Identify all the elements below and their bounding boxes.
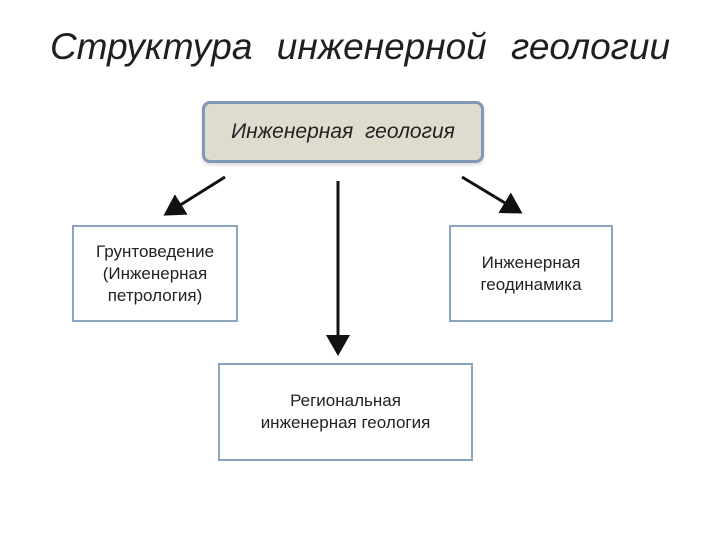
node-bottom-label: Региональная инженерная геология	[260, 391, 431, 432]
node-root-label: Инженерная геология	[231, 120, 455, 143]
node-soil-science: Грунтоведение (Инженерная петрология)	[72, 225, 238, 322]
node-right-label: Инженерная геодинамика	[480, 252, 582, 294]
arrow-to-left	[163, 175, 226, 216]
node-left-label: Грунтоведение (Инженерная петрология)	[95, 241, 215, 305]
node-engineering-geodynamics: Инженерная геодинамика	[449, 225, 613, 322]
diagram-title: Структура инженерной геологии	[49, 26, 671, 67]
node-regional-engineering-geology: Региональная инженерная геология	[218, 363, 473, 461]
arrow-to-right	[461, 175, 523, 214]
node-engineering-geology: Инженерная геология	[202, 101, 484, 163]
